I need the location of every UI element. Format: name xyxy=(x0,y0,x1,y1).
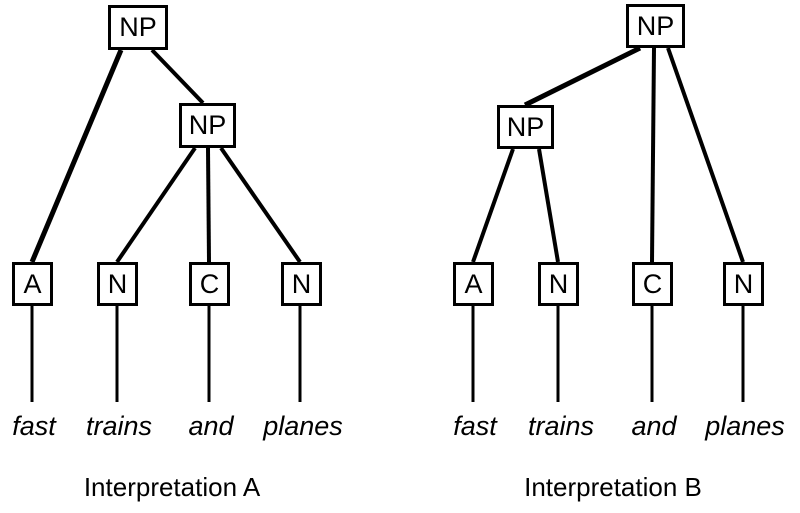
tree-node-a-pos-c: C xyxy=(189,262,230,306)
tree-node-b-pos-a: A xyxy=(453,262,494,306)
tree-node-a-pos-n1: N xyxy=(97,262,138,306)
tree-edge-b-np-sub-to-b-pos-n1 xyxy=(537,148,560,263)
tree-node-label: N xyxy=(107,268,128,299)
tree-node-label: NP xyxy=(506,111,545,142)
tree-node-label: N xyxy=(291,268,312,299)
terminal-word-and: and xyxy=(188,411,234,441)
tree-node-b-np-root: NP xyxy=(626,4,685,48)
caption-interpretation-a: Interpretation A xyxy=(83,472,261,502)
tree-edge-a-np-sub-to-a-pos-c xyxy=(206,147,211,263)
tree-node-a-pos-n2: N xyxy=(281,262,322,306)
tree-node-a-pos-a: A xyxy=(12,262,53,306)
leaf-stems-group xyxy=(30,306,745,402)
tree-node-b-pos-n1: N xyxy=(538,262,579,306)
tree-node-label: A xyxy=(23,268,42,299)
tree-edge-a-np-sub-to-a-pos-n1 xyxy=(115,146,197,264)
tree-node-b-pos-n2: N xyxy=(723,262,764,306)
tree-node-b-pos-c: C xyxy=(632,262,673,306)
tree-edge-b-np-root-to-b-np-sub xyxy=(523,45,642,108)
tree-node-label: A xyxy=(464,268,483,299)
tree-edge-b-np-sub-to-b-pos-a xyxy=(471,148,515,263)
tree-node-label: NP xyxy=(119,12,157,42)
terminal-word-trains: trains xyxy=(527,411,595,441)
tree-edge-a-np-root-to-a-np-sub xyxy=(150,48,205,105)
edges-group xyxy=(29,45,745,264)
tree-edge-a-np-sub-to-a-pos-n2 xyxy=(219,146,302,264)
tree-node-label: NP xyxy=(636,10,675,41)
tree-node-label: C xyxy=(642,268,663,299)
tree-node-label: NP xyxy=(188,110,227,140)
terminal-word-fast: fast xyxy=(453,411,497,441)
tree-node-a-np-root: NP xyxy=(108,5,168,50)
tree-edge-a-np-root-to-a-pos-a xyxy=(29,49,124,263)
terminal-word-trains: trains xyxy=(85,411,153,441)
tree-node-a-np-sub: NP xyxy=(179,103,236,148)
terminal-word-planes: planes xyxy=(705,411,785,441)
terminal-word-and: and xyxy=(631,411,677,441)
tree-edge-b-np-root-to-b-pos-c xyxy=(650,47,656,263)
terminal-word-fast: fast xyxy=(12,411,56,441)
tree-edge-b-np-root-to-b-pos-n2 xyxy=(666,47,745,263)
tree-node-label: N xyxy=(548,268,569,299)
terminal-word-planes: planes xyxy=(263,411,343,441)
tree-node-b-np-sub: NP xyxy=(497,105,554,149)
tree-node-label: C xyxy=(199,268,220,299)
tree-node-label: N xyxy=(733,268,754,299)
caption-interpretation-b: Interpretation B xyxy=(524,472,702,502)
